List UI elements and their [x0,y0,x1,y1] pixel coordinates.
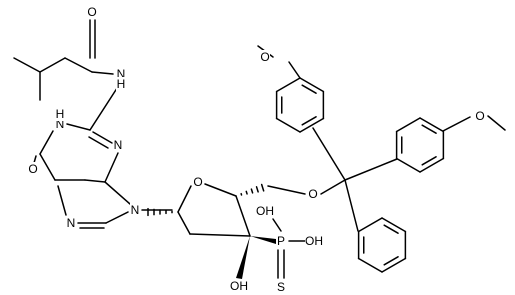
guanine-double-bond [88,136,109,149]
atom-label-backing [193,175,203,189]
atom-label-n3: N [114,138,123,152]
sugar-bond [177,185,192,213]
isobutyryl-bond [64,57,93,73]
imidazole-bond [105,211,129,224]
atom-label-backing [260,50,270,64]
atom-label-backing [308,187,318,201]
wedge-bond [250,236,276,244]
phosphorus-bond [272,218,282,232]
anisyl-ring-bond [419,157,445,173]
guanine-bond [84,179,106,183]
atom-label-backing [256,204,274,218]
atom-label-h1: H [56,107,65,121]
phenyl-ring-bond [357,257,383,273]
sugar-bond [177,211,191,235]
atom-label-o-ether: O [308,187,317,201]
hashed-bond [245,190,248,195]
trityl-bond [344,158,398,181]
imidazole-bond [57,185,67,216]
anisyl-ring-double-bond [421,124,437,134]
sugar-bond [204,183,237,197]
atom-label-p: P [277,234,285,248]
carbonyl-bond [33,155,37,164]
isobutyryl-bond [39,57,66,73]
atom-label-n-amide: N [117,67,126,81]
atom-label-backing [66,216,76,230]
atom-label-backing [55,107,65,121]
anisyl-ring-bond [299,117,325,133]
atom-label-backing [305,234,323,248]
anisyl-ring-double-bond [301,84,317,94]
atom-label-o-meo1: O [260,50,269,64]
trityl-bond [320,179,346,195]
atom-label-s: S [277,280,285,294]
amide-bond [91,71,114,75]
atom-label-h-amide: H [117,77,126,91]
atom-label-oh-3: OH [230,279,248,293]
atom-label-nh1: N [56,117,65,131]
atom-label-n9: N [131,203,140,217]
guanine-bond [92,131,113,144]
anisyl-ring-bond [395,117,421,133]
atom-label-backing [276,280,286,294]
anisyl-ring-double-bond [421,156,437,166]
trityl-bond [312,127,346,181]
atom-label-backing [87,5,97,19]
sugar-bond [189,233,251,237]
wedge-bond [236,236,250,279]
atom-label-o-amide: O [87,5,96,19]
phenyl-ring-bond [381,257,407,273]
guanine-bond [39,153,56,181]
isopropyl-bond [13,57,41,73]
phenyl-ring-bond [357,217,383,233]
atom-label-backing [55,117,65,131]
guanine-bond [89,81,122,131]
atom-label-backing [475,109,485,123]
methoxy-bond [487,115,506,131]
atom-label-backing [116,67,126,81]
ether-bond [267,185,306,195]
atom-label-backing [116,77,126,91]
guanine-bond [66,123,91,131]
methoxy-bond [288,61,301,79]
atom-label-backing [276,234,286,248]
atom-label-backing [113,138,123,152]
anisyl-ring-bond [275,117,301,133]
hashed-bond [260,183,265,192]
guanine-bond [104,152,119,183]
atom-label-o-ring: O [193,175,202,189]
guanine-bond [39,130,54,155]
phenyl-ring-bond [381,217,407,233]
phenyl-ring-double-bond [383,256,399,266]
anisyl-ring-bond [275,77,301,93]
atom-label-backing [230,279,248,293]
trityl-bond [344,179,359,232]
hashed-bond [255,186,259,193]
atom-label-n7: N [67,216,76,230]
imidazole-bond [104,181,131,205]
bond-layer [13,19,506,279]
phenyl-ring-double-bond [383,224,399,234]
anisyl-ring-bond [419,117,445,133]
atom-label-backing [130,203,140,217]
atom-label-oh-p1: OH [256,204,274,218]
methoxy-bond [442,116,471,132]
anisyl-ring-double-bond [301,116,317,126]
anisyl-ring-bond [395,157,421,173]
atom-label-o6: O [28,162,37,176]
sugar-bond [235,195,251,237]
anisyl-ring-bond [299,77,325,93]
atom-label-o-meo2: O [475,109,484,123]
hashed-bond [250,188,254,194]
atom-label-backing [28,162,38,176]
atom-label-oh-p2: OH [305,234,323,248]
